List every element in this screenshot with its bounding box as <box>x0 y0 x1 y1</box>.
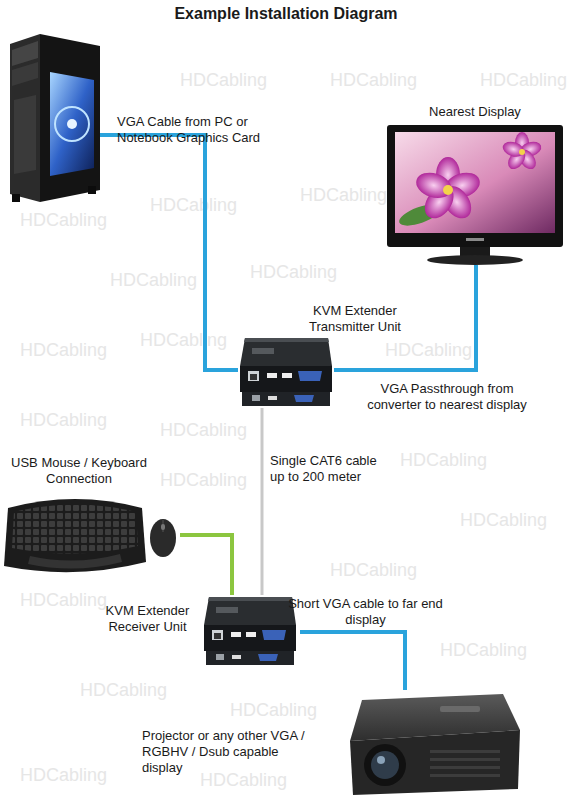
watermark-text: HDCabling <box>140 330 227 350</box>
watermark-text: HDCabling <box>300 185 387 205</box>
watermark-text: HDCabling <box>20 210 107 230</box>
watermark-text: HDCabling <box>150 195 237 215</box>
nearest-display: Nearest Display <box>387 125 563 265</box>
transmitter-unit: KVM Extender Transmitter Unit <box>238 336 334 408</box>
projector: Projector or any other VGA / RGBHV / Dsu… <box>345 690 520 795</box>
watermark-text: HDCabling <box>385 340 472 360</box>
watermark-text: HDCabling <box>200 770 287 790</box>
cable-line <box>300 632 405 690</box>
keyboard-mouse-illustration <box>4 499 176 572</box>
watermark-text: HDCabling <box>400 450 487 470</box>
watermark-text: HDCabling <box>110 270 197 290</box>
watermark-text: HDCabling <box>20 765 107 785</box>
node-label: Projector or any other VGA / RGBHV / Dsu… <box>142 728 310 776</box>
kvm-receiver-illustration <box>204 597 296 665</box>
cable-label: VGA Cable from PC or Notebook Graphics C… <box>117 114 265 146</box>
watermark-text: HDCabling <box>80 680 167 700</box>
cable-label: VGA Passthrough from converter to neares… <box>363 381 531 413</box>
pc-tower-illustration <box>10 34 100 202</box>
watermark-text: HDCabling <box>230 700 317 720</box>
keyboard-mouse: USB Mouse / Keyboard Connection <box>5 495 180 575</box>
projector-illustration <box>350 694 520 795</box>
receiver-unit: KVM Extender Receiver Unit <box>200 595 300 667</box>
watermark-text: HDCabling <box>20 590 107 610</box>
cable-label: Short VGA cable to far end display <box>283 596 448 628</box>
watermark-text: HDCabling <box>180 70 267 90</box>
television-illustration <box>387 125 563 265</box>
watermark-text: HDCabling <box>460 510 547 530</box>
watermark-text: HDCabling <box>20 340 107 360</box>
node-label: Nearest Display <box>385 104 565 120</box>
cable-line <box>180 535 232 595</box>
watermark-text: HDCabling <box>20 410 107 430</box>
kvm-transmitter-illustration <box>240 338 332 406</box>
cable-line <box>261 408 264 595</box>
watermark-text: HDCabling <box>250 262 337 282</box>
cable-line <box>100 135 238 370</box>
watermark-text: HDCabling <box>160 470 247 490</box>
watermark-text: HDCabling <box>480 70 567 90</box>
watermark-text: HDCabling <box>160 420 247 440</box>
cable-line <box>334 265 476 370</box>
watermark-text: HDCabling <box>440 640 527 660</box>
watermark-text: HDCabling <box>330 560 417 580</box>
watermark-text: HDCabling <box>330 70 417 90</box>
diagram-title: Example Installation Diagram <box>0 4 572 24</box>
node-label: KVM Extender Transmitter Unit <box>300 303 410 335</box>
cable-label: Single CAT6 cable up to 200 meter <box>270 453 385 485</box>
node-label: USB Mouse / Keyboard Connection <box>5 455 153 487</box>
node-label: KVM Extender Receiver Unit <box>100 603 195 635</box>
pc-tower <box>10 30 100 205</box>
